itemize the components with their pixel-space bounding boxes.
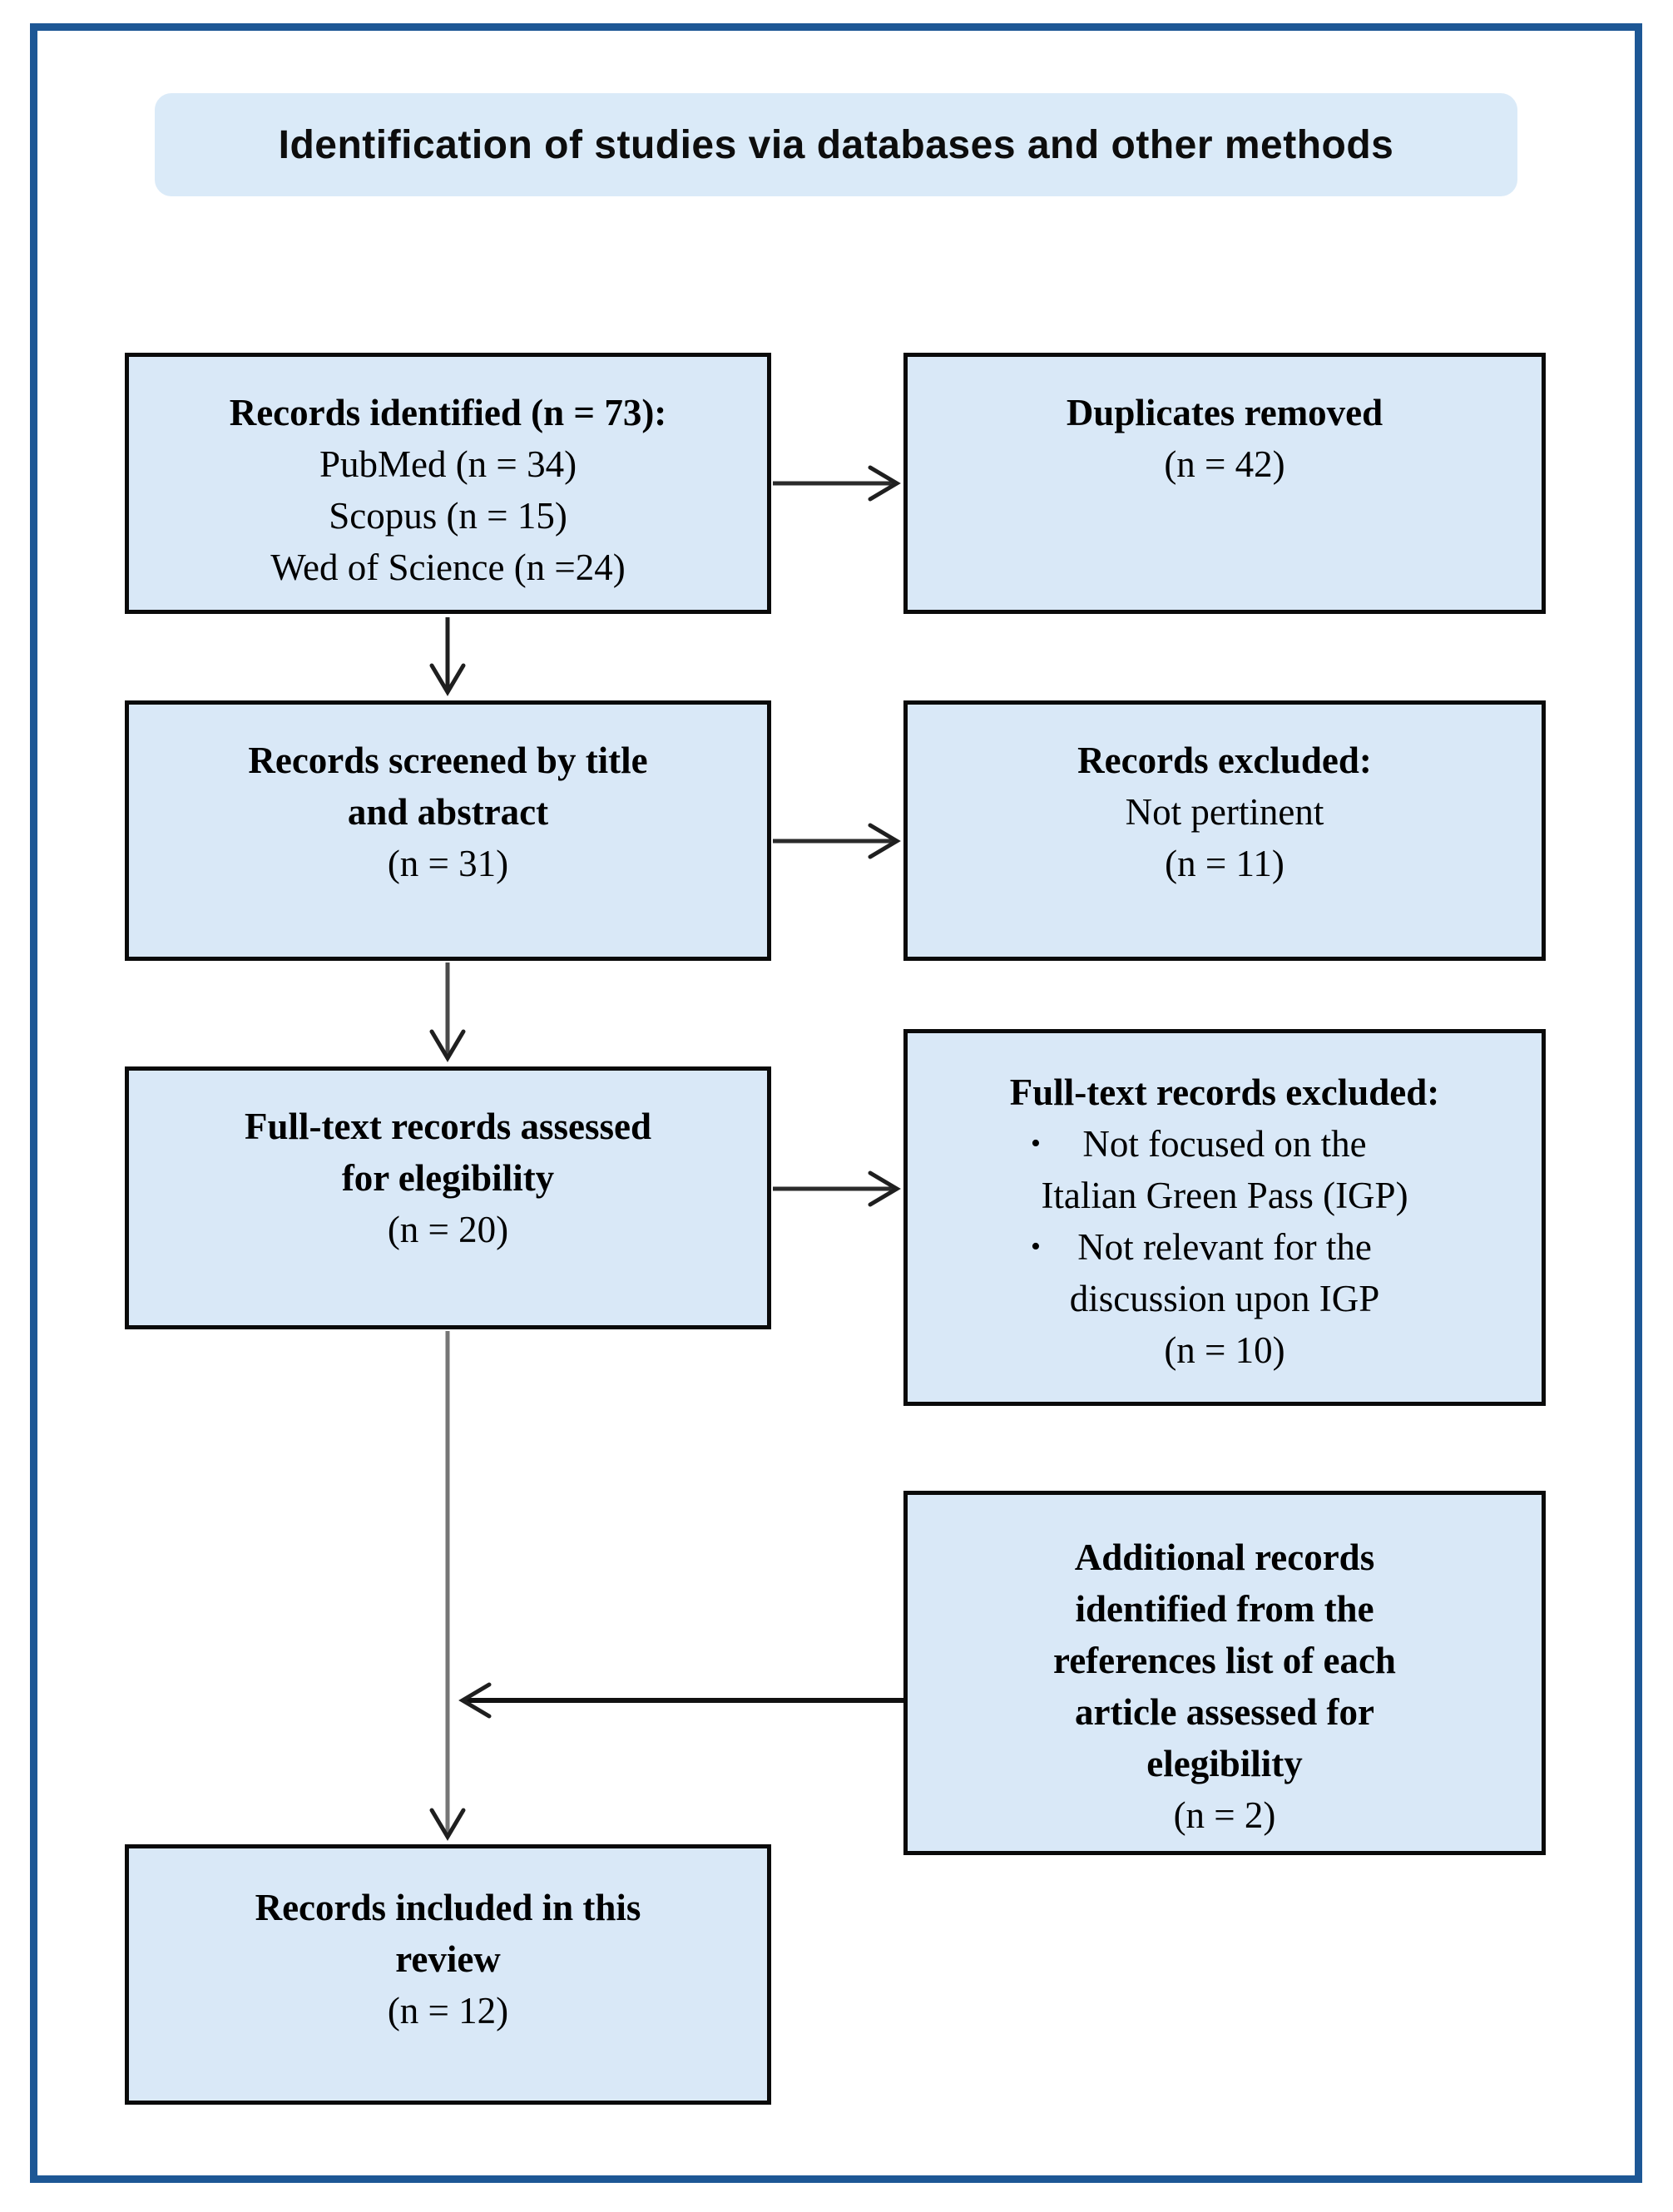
outer-frame bbox=[30, 23, 1642, 2183]
box-line: Records screened by title bbox=[248, 740, 648, 781]
box-line: Not pertinent bbox=[1125, 791, 1324, 833]
box-line: Italian Green Pass (IGP) bbox=[1041, 1175, 1408, 1216]
box-line: (n = 11) bbox=[1165, 843, 1284, 884]
box-line: for elegibility bbox=[341, 1157, 555, 1199]
box-records-screened: Records screened by title and abstract (… bbox=[125, 700, 771, 961]
bullet-icon: • bbox=[1031, 1231, 1041, 1262]
box-records-excluded: Records excluded: Not pertinent (n = 11) bbox=[903, 700, 1546, 961]
box-line: discussion upon IGP bbox=[1069, 1278, 1380, 1319]
box-line: Full-text records excluded: bbox=[1009, 1071, 1440, 1113]
box-records-included: Records included in this review (n = 12) bbox=[125, 1844, 771, 2105]
box-line: Scopus (n = 15) bbox=[329, 495, 567, 537]
box-line: Additional records bbox=[1074, 1537, 1375, 1578]
box-line: (n = 31) bbox=[387, 843, 509, 884]
title-banner: Identification of studies via databases … bbox=[155, 93, 1517, 196]
box-line: and abstract bbox=[347, 791, 549, 833]
bullet-line: • Not focused on the bbox=[908, 1118, 1542, 1170]
box-line: (n = 20) bbox=[387, 1209, 509, 1250]
box-line: Wed of Science (n =24) bbox=[270, 547, 626, 588]
box-fulltext-excluded: Full-text records excluded: • Not focused… bbox=[903, 1029, 1546, 1406]
box-additional-records: Additional records identified from the r… bbox=[903, 1491, 1546, 1855]
box-line: (n = 2) bbox=[1173, 1794, 1276, 1836]
box-line: PubMed (n = 34) bbox=[319, 443, 577, 485]
box-line: (n = 12) bbox=[387, 1990, 509, 2031]
box-line: Records identified (n = 73): bbox=[229, 392, 667, 433]
box-line: Duplicates removed bbox=[1066, 392, 1383, 433]
box-line: (n = 10) bbox=[1164, 1329, 1285, 1371]
box-line: identified from the bbox=[1075, 1588, 1374, 1630]
box-line-text: Not relevant for the bbox=[1077, 1226, 1372, 1268]
box-duplicates-removed: Duplicates removed (n = 42) bbox=[903, 353, 1546, 614]
box-line: Full-text records assessed bbox=[244, 1106, 652, 1147]
bullet-icon: • bbox=[1031, 1128, 1041, 1159]
box-line: review bbox=[395, 1938, 501, 1980]
box-line-text: Not focused on the bbox=[1082, 1123, 1367, 1165]
box-line: article assessed for bbox=[1075, 1691, 1374, 1733]
box-fulltext-assessed: Full-text records assessed for elegibili… bbox=[125, 1066, 771, 1329]
box-line: Records included in this bbox=[255, 1887, 641, 1928]
box-line: references list of each bbox=[1053, 1640, 1396, 1681]
box-line: Records excluded: bbox=[1077, 740, 1372, 781]
box-line: elegibility bbox=[1146, 1743, 1303, 1784]
diagram-title: Identification of studies via databases … bbox=[278, 122, 1394, 167]
box-records-identified: Records identified (n = 73): PubMed (n =… bbox=[125, 353, 771, 614]
box-line: (n = 42) bbox=[1164, 443, 1285, 485]
bullet-line: • Not relevant for the bbox=[908, 1221, 1542, 1273]
